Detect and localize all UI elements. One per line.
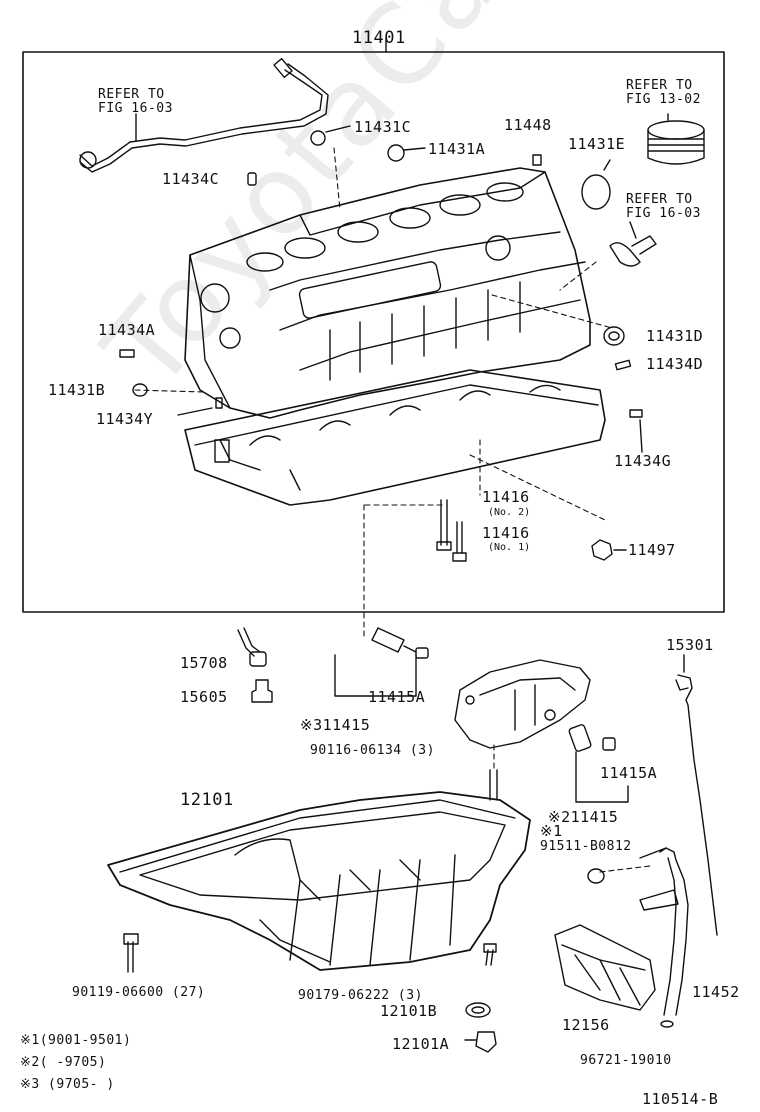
label-11431A: 11431A bbox=[428, 140, 486, 158]
plug-11431D bbox=[603, 326, 625, 346]
note-3: ※3 (9705- ) bbox=[20, 1077, 115, 1092]
label-90116-06134: 90116-06134 (3) bbox=[310, 743, 435, 758]
oil-pump-cover bbox=[454, 659, 591, 749]
cylinder-block-group-frame bbox=[22, 51, 725, 613]
drain-plug-12101A bbox=[475, 1031, 497, 1053]
reference-code: 110514-B bbox=[642, 1090, 719, 1108]
label-11497: 11497 bbox=[628, 541, 676, 559]
oil-pan bbox=[107, 791, 531, 971]
bolt-11416-no1 bbox=[456, 521, 463, 554]
label-11434Y: 11434Y bbox=[96, 410, 154, 428]
label-11416-no2: 11416 bbox=[482, 488, 530, 506]
label-11434G: 11434G bbox=[614, 452, 672, 470]
nut-11497 bbox=[591, 539, 613, 561]
label-11401: 11401 bbox=[352, 28, 406, 48]
baffle-12156 bbox=[554, 924, 656, 1011]
label-12101: 12101 bbox=[180, 790, 234, 810]
label-11416-no1: 11416 bbox=[482, 524, 530, 542]
label-15605: 15605 bbox=[180, 688, 228, 706]
stud-90116 bbox=[489, 769, 498, 801]
pin-11434G bbox=[629, 409, 643, 418]
bolt-91511 bbox=[587, 868, 605, 884]
dipstick-15301 bbox=[677, 674, 718, 936]
bolt-90119 bbox=[127, 941, 134, 973]
bolt-11416-no2 bbox=[440, 499, 448, 546]
label-11434C: 11434C bbox=[162, 170, 220, 188]
plug-11431C bbox=[310, 130, 326, 146]
label-refer-fig-16-03-a-line2: FIG 16-03 bbox=[98, 101, 173, 116]
plug-15605 bbox=[251, 679, 273, 703]
label-311415: ※311415 bbox=[300, 716, 371, 734]
label-90119-06600: 90119-06600 (27) bbox=[72, 985, 206, 1000]
label-11452: 11452 bbox=[692, 983, 740, 1001]
pin-11434D bbox=[614, 359, 632, 371]
label-11431B: 11431B bbox=[48, 381, 106, 399]
label-15708: 15708 bbox=[180, 654, 228, 672]
note-1: ※1(9001-9501) bbox=[20, 1033, 132, 1048]
label-15301: 15301 bbox=[666, 636, 714, 654]
label-11431D: 11431D bbox=[646, 327, 704, 345]
pin-11434A bbox=[119, 349, 135, 358]
label-11431E: 11431E bbox=[568, 135, 626, 153]
label-11448: 11448 bbox=[504, 116, 552, 134]
label-refer-fig-13-02-line2: FIG 13-02 bbox=[626, 92, 701, 107]
label-11415A-upper: 11415A bbox=[368, 688, 426, 706]
note-2: ※2( -9705) bbox=[20, 1055, 107, 1070]
label-12101B: 12101B bbox=[380, 1002, 438, 1020]
label-no1: (No. 1) bbox=[488, 542, 531, 553]
label-211415: ※211415 bbox=[548, 808, 619, 826]
oil-pipe bbox=[79, 69, 323, 167]
sensor-15708 bbox=[237, 629, 255, 657]
pin-11434Y bbox=[215, 397, 223, 409]
pin-11434C bbox=[247, 172, 257, 186]
label-refer-fig-16-03-a-line1: REFER TO bbox=[98, 87, 165, 102]
pin-11448 bbox=[532, 154, 542, 166]
label-star1: ※1 bbox=[540, 822, 563, 840]
label-12101A: 12101A bbox=[392, 1035, 450, 1053]
oring-96721 bbox=[660, 1020, 674, 1028]
union-11415A-upper bbox=[371, 627, 405, 653]
label-96721-19010: 96721-19010 bbox=[580, 1053, 672, 1068]
label-11434A: 11434A bbox=[98, 321, 156, 339]
oil-jet-ref bbox=[609, 242, 641, 267]
label-refer-fig-16-03-b-line1: REFER TO bbox=[626, 192, 693, 207]
label-90179-06222: 90179-06222 (3) bbox=[298, 988, 423, 1003]
union-11415A-lower bbox=[568, 724, 592, 752]
label-11415A-lower: 11415A bbox=[600, 764, 658, 782]
plug-11431A bbox=[387, 144, 405, 162]
label-no2: (No. 2) bbox=[488, 507, 531, 518]
cylinder-block bbox=[184, 167, 591, 419]
label-refer-fig-16-03-b-line2: FIG 16-03 bbox=[626, 206, 701, 221]
gasket-12101B bbox=[465, 1002, 491, 1018]
crankcase-lower bbox=[184, 369, 606, 506]
label-91511-B0812: 91511-B0812 bbox=[540, 839, 632, 854]
label-11434D: 11434D bbox=[646, 355, 704, 373]
label-11431C: 11431C bbox=[354, 118, 412, 136]
plug-11431E bbox=[581, 174, 611, 210]
piston-ref bbox=[647, 129, 705, 165]
dipstick-guide-11452 bbox=[659, 847, 689, 1016]
label-12156: 12156 bbox=[562, 1016, 610, 1034]
label-refer-fig-13-02-line1: REFER TO bbox=[626, 78, 693, 93]
